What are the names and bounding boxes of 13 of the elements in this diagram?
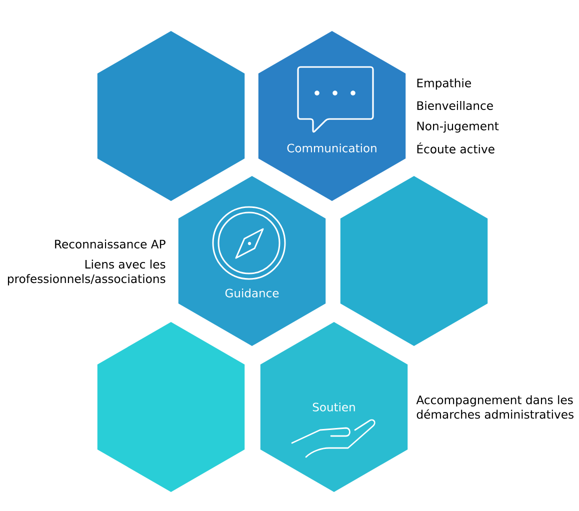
hexagon: Guidance xyxy=(178,176,326,346)
annotation-text: Bienveillance xyxy=(417,101,493,110)
hexagon xyxy=(97,31,245,201)
annotation-text: Accompagnement dans les démarches administratives xyxy=(416,395,574,419)
annotation-text: Écoute active xyxy=(417,142,494,154)
annotation-text: Non-jugement xyxy=(417,121,499,133)
annotation-text: Empathie xyxy=(417,78,471,90)
hexagon xyxy=(97,322,245,492)
annotation-text: Reconnaissance AP xyxy=(55,240,166,248)
hexagon xyxy=(340,176,488,346)
annotation-text: Liens avec les professionnels/associations xyxy=(8,260,166,286)
hexagon: Communication xyxy=(258,31,406,201)
hexagon: Soutien xyxy=(260,322,408,492)
